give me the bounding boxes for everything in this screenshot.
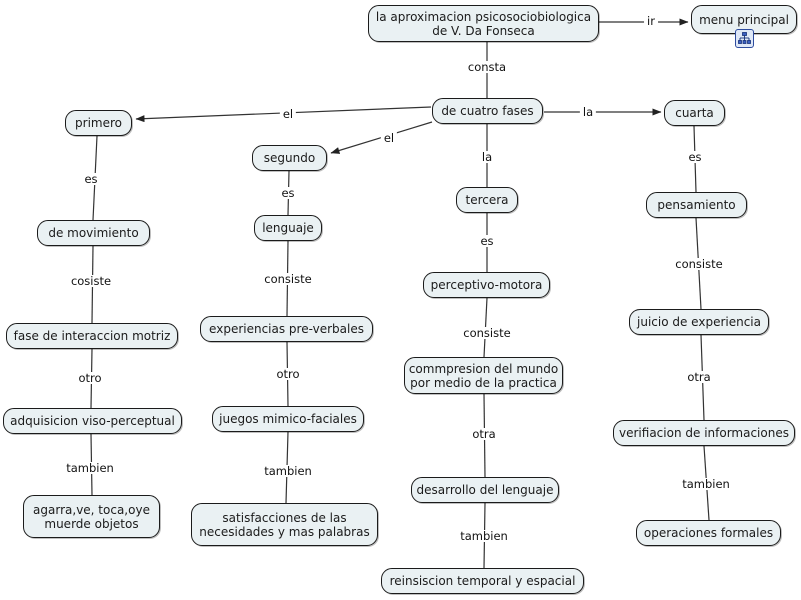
concept-node-commpres[interactable]: commpresion del mundo por medio de la pr… <box>404 357 563 394</box>
concept-node-desarrollo[interactable]: desarrollo del lenguaje <box>411 477 559 503</box>
edge-label-e-desarr-reins: tambien <box>457 530 511 542</box>
edge-label-e-cuarta-pensamiento: es <box>685 151 705 163</box>
concept-node-percmotora[interactable]: perceptivo-motora <box>423 272 550 298</box>
edge-label-e-perc-commpres: consiste <box>460 327 514 339</box>
concept-node-expreverb[interactable]: experiencias pre-verbales <box>200 316 373 342</box>
concept-node-satisf[interactable]: satisfacciones de las necesidades y mas … <box>191 503 378 546</box>
edge-label-e-fases-tercera: la <box>478 151 496 163</box>
concept-node-root[interactable]: la aproximacion psicosociobiologica de V… <box>368 5 599 42</box>
concept-node-fases[interactable]: de cuatro fases <box>432 98 543 124</box>
edge-label-e-tercera-percmotora: es <box>477 235 497 247</box>
concept-node-cuarta[interactable]: cuarta <box>664 100 725 126</box>
edge-label-e-mov-faseinter: cosiste <box>67 275 115 287</box>
edge-label-e-root-menu: ir <box>644 15 658 27</box>
concept-map-icon[interactable] <box>735 29 754 48</box>
concept-node-segundo[interactable]: segundo <box>252 145 327 171</box>
concept-node-adquisicion[interactable]: adquisicion viso-perceptual <box>3 408 182 434</box>
edge-label-e-primero-movimiento: es <box>81 173 101 185</box>
concept-node-lenguaje[interactable]: lenguaje <box>254 215 322 241</box>
edge-label-e-fases-primero: el <box>279 108 297 120</box>
edge-label-e-leng-expreverb: consiste <box>261 273 315 285</box>
concept-node-juicio[interactable]: juicio de experiencia <box>629 309 769 335</box>
edge-label-e-pens-juicio: consiste <box>672 258 726 270</box>
concept-node-juegos[interactable]: juegos mimico-faciales <box>212 406 364 432</box>
concept-map-icon-glyph <box>738 32 751 44</box>
concept-node-pensamiento[interactable]: pensamiento <box>646 192 747 218</box>
concept-node-movimiento[interactable]: de movimiento <box>37 220 150 246</box>
concept-node-faseinter[interactable]: fase de interaccion motriz <box>6 323 178 349</box>
edge-label-e-fases-segundo: el <box>380 132 398 144</box>
edge-label-e-adq-agarra: tambien <box>63 462 117 474</box>
edge-label-e-juicio-verifiacion: otra <box>684 371 714 383</box>
concept-node-primero[interactable]: primero <box>65 110 132 136</box>
edge-label-e-verif-operaciones: tambien <box>679 478 733 490</box>
concept-node-agarra[interactable]: agarra,ve, toca,oye muerde objetos <box>23 495 160 538</box>
edge-label-e-root-fases: consta <box>464 61 510 73</box>
concept-node-verifiacion[interactable]: verifiacion de informaciones <box>613 420 795 446</box>
edge-label-e-commpres-desarr: otra <box>469 428 499 440</box>
concept-node-tercera[interactable]: tercera <box>456 187 518 213</box>
concept-node-operaciones[interactable]: operaciones formales <box>636 520 781 546</box>
edge-label-e-fase-adquisicion: otro <box>75 372 105 384</box>
edge-label-e-segundo-lenguaje: es <box>278 187 298 199</box>
edge-label-e-fases-cuarta: la <box>579 106 597 118</box>
concept-node-reinsiscion[interactable]: reinsiscion temporal y espacial <box>381 568 584 594</box>
edge-label-e-exp-juegos: otro <box>273 368 303 380</box>
edge-label-e-juegos-satisf: tambien <box>261 465 315 477</box>
